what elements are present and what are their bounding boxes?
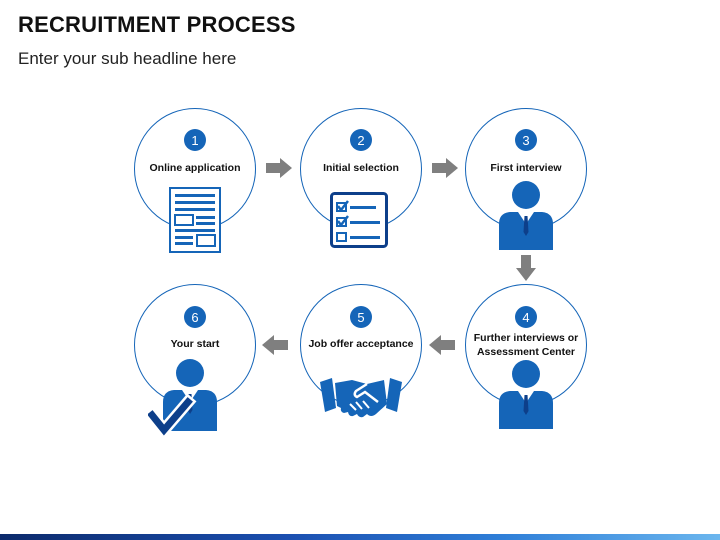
arrow-left-icon (429, 335, 455, 355)
step-6-number-badge: 6 (184, 306, 206, 328)
application-form-icon (169, 187, 221, 253)
step-4-number-badge: 4 (515, 306, 537, 328)
arrow-right-icon (266, 158, 292, 178)
step-2-label: Initial selection (323, 162, 399, 174)
step-3-number-badge: 3 (515, 129, 537, 151)
footer-accent-bar (0, 534, 720, 540)
step-2-number-badge: 2 (350, 129, 372, 151)
businessman-icon (499, 360, 553, 429)
page-subtitle: Enter your sub headline here (18, 49, 237, 68)
step-1-label: Online application (149, 162, 241, 174)
step-4-label: Further interviews or Assessment Center (473, 332, 579, 358)
arrow-down-icon (516, 255, 536, 281)
checklist-icon (330, 192, 388, 248)
arrow-right-icon (432, 158, 458, 178)
handshake-icon (320, 378, 402, 418)
arrow-left-icon (262, 335, 288, 355)
businessman-icon (499, 181, 553, 250)
step-5-number-badge: 5 (350, 306, 372, 328)
step-1-number-badge: 1 (184, 129, 206, 151)
page-title: RECRUITMENT PROCESS (18, 12, 296, 37)
step-3-label: First interview (490, 162, 562, 174)
step-3-circle (465, 108, 587, 230)
step-6-label: Your start (170, 338, 220, 350)
businessman-checkmark-icon (148, 359, 217, 440)
step-5-label: Job offer acceptance (308, 338, 414, 350)
